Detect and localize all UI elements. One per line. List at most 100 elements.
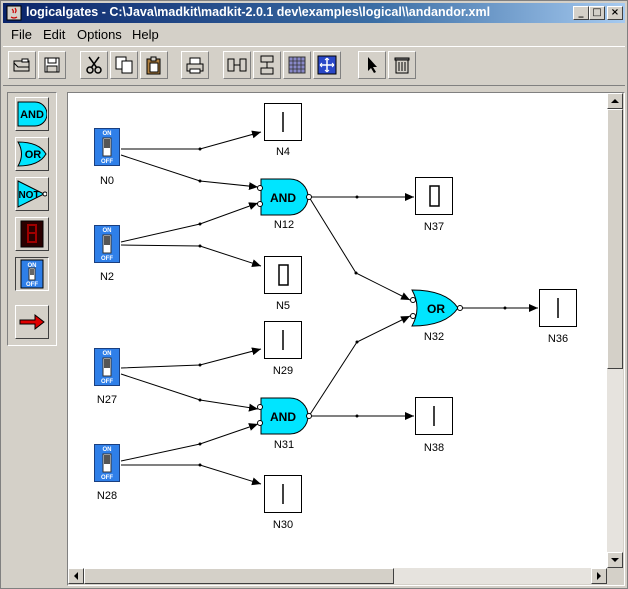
cut-button[interactable] — [80, 51, 108, 79]
display-label-n29: N29 — [272, 365, 294, 377]
switch-label-n28: N28 — [96, 490, 118, 502]
switch-n2[interactable]: ON OFF — [94, 225, 120, 263]
display-n37[interactable] — [415, 177, 453, 215]
switch-on-label: ON — [103, 447, 112, 453]
wire-n28-n31 — [120, 423, 259, 462]
save-button[interactable] — [38, 51, 66, 79]
gate-type-label: AND — [270, 191, 296, 205]
layout-button[interactable] — [313, 51, 341, 79]
palette-switch-off: OFF — [26, 282, 38, 288]
display-n30[interactable] — [264, 475, 302, 513]
menu-file[interactable]: File — [11, 27, 32, 42]
select-arrow-button[interactable] — [358, 51, 386, 79]
minimize-button[interactable]: _ — [573, 6, 589, 20]
align-vertical-icon — [260, 55, 274, 75]
wire-n12-n32 — [308, 196, 411, 301]
switch-label-n27: N27 — [96, 394, 118, 406]
align-horizontal-icon — [227, 58, 247, 72]
gate-type-label: OR — [427, 302, 445, 316]
arrow-left-icon — [74, 572, 78, 580]
print-button[interactable] — [181, 51, 209, 79]
palette-display[interactable] — [15, 217, 49, 251]
digit-zero-icon — [429, 185, 440, 207]
trash-icon — [394, 57, 410, 74]
wire-n27-n31 — [120, 373, 259, 412]
close-button[interactable]: × — [607, 6, 623, 20]
horizontal-scroll-thumb[interactable] — [84, 568, 394, 584]
wires-layer — [120, 130, 538, 486]
palette-link-tool[interactable] — [15, 305, 49, 339]
scroll-down-button[interactable] — [607, 552, 623, 568]
copy-button[interactable] — [110, 51, 138, 79]
display-n29[interactable] — [264, 321, 302, 359]
digit-one-icon — [282, 330, 284, 350]
palette-and-label: AND — [20, 109, 44, 121]
scroll-corner — [607, 568, 623, 584]
horizontal-scrollbar[interactable] — [68, 568, 607, 584]
switch-label-n0: N0 — [99, 175, 115, 187]
display-label-n30: N30 — [272, 519, 294, 531]
palette-and-gate[interactable]: AND — [15, 97, 49, 131]
gate-label-n31: N31 — [273, 439, 295, 451]
wire-n31-n32 — [308, 315, 411, 417]
switch-off-label: OFF — [101, 159, 113, 165]
vertical-scroll-thumb[interactable] — [607, 109, 623, 369]
wire-n0-n4 — [121, 130, 262, 150]
not-gate-icon: NOT — [17, 180, 47, 208]
menu-bar: File Edit Options Help — [3, 24, 625, 44]
open-button[interactable] — [8, 51, 36, 79]
menu-options[interactable]: Options — [77, 27, 122, 42]
copy-icon — [115, 56, 133, 74]
scroll-left-button[interactable] — [68, 568, 84, 584]
display-n5[interactable] — [264, 256, 302, 294]
vertical-scrollbar[interactable] — [607, 93, 623, 568]
switch-off-label: OFF — [101, 379, 113, 385]
or-gate-icon: OR — [17, 141, 47, 167]
display-n4[interactable] — [264, 103, 302, 141]
menu-help[interactable]: Help — [132, 27, 159, 42]
palette-or-gate[interactable]: OR — [15, 137, 49, 171]
gate-label-n32: N32 — [423, 331, 445, 343]
paste-icon — [146, 56, 161, 75]
display-label-n37: N37 — [423, 221, 445, 233]
maximize-button[interactable]: □ — [589, 6, 605, 20]
scroll-right-button[interactable] — [591, 568, 607, 584]
and-gate-n31[interactable]: AND — [256, 394, 312, 438]
arrow-up-icon — [611, 99, 619, 103]
grid-button[interactable] — [283, 51, 311, 79]
toolbar — [3, 46, 625, 86]
wire-n28-n30 — [121, 464, 262, 486]
menu-edit[interactable]: Edit — [43, 27, 66, 42]
open-icon — [13, 58, 30, 72]
paste-button[interactable] — [140, 51, 168, 79]
switch-on-label: ON — [103, 228, 112, 234]
title-bar[interactable]: logicalgates - C:\Java\madkit\madkit-2.0… — [3, 3, 625, 23]
select-arrow-icon — [368, 57, 377, 73]
display-label-n36: N36 — [547, 333, 569, 345]
switch-off-label: OFF — [101, 256, 113, 262]
display-n36[interactable] — [539, 289, 577, 327]
and-gate-n12[interactable]: AND — [256, 175, 312, 219]
digit-zero-icon — [278, 264, 289, 286]
layout-icon — [317, 55, 337, 75]
digit-one-icon — [282, 112, 284, 132]
digit-one-icon — [557, 298, 559, 318]
display-n38[interactable] — [415, 397, 453, 435]
scroll-up-button[interactable] — [607, 93, 623, 109]
align-horizontal-button[interactable] — [223, 51, 251, 79]
trash-button[interactable] — [388, 51, 416, 79]
or-gate-n32[interactable]: OR — [408, 286, 464, 330]
palette-not-label: NOT — [18, 190, 39, 201]
display-label-n4: N4 — [275, 146, 291, 158]
align-vertical-button[interactable] — [253, 51, 281, 79]
print-icon — [186, 57, 204, 74]
palette-not-gate[interactable]: NOT — [15, 177, 49, 211]
